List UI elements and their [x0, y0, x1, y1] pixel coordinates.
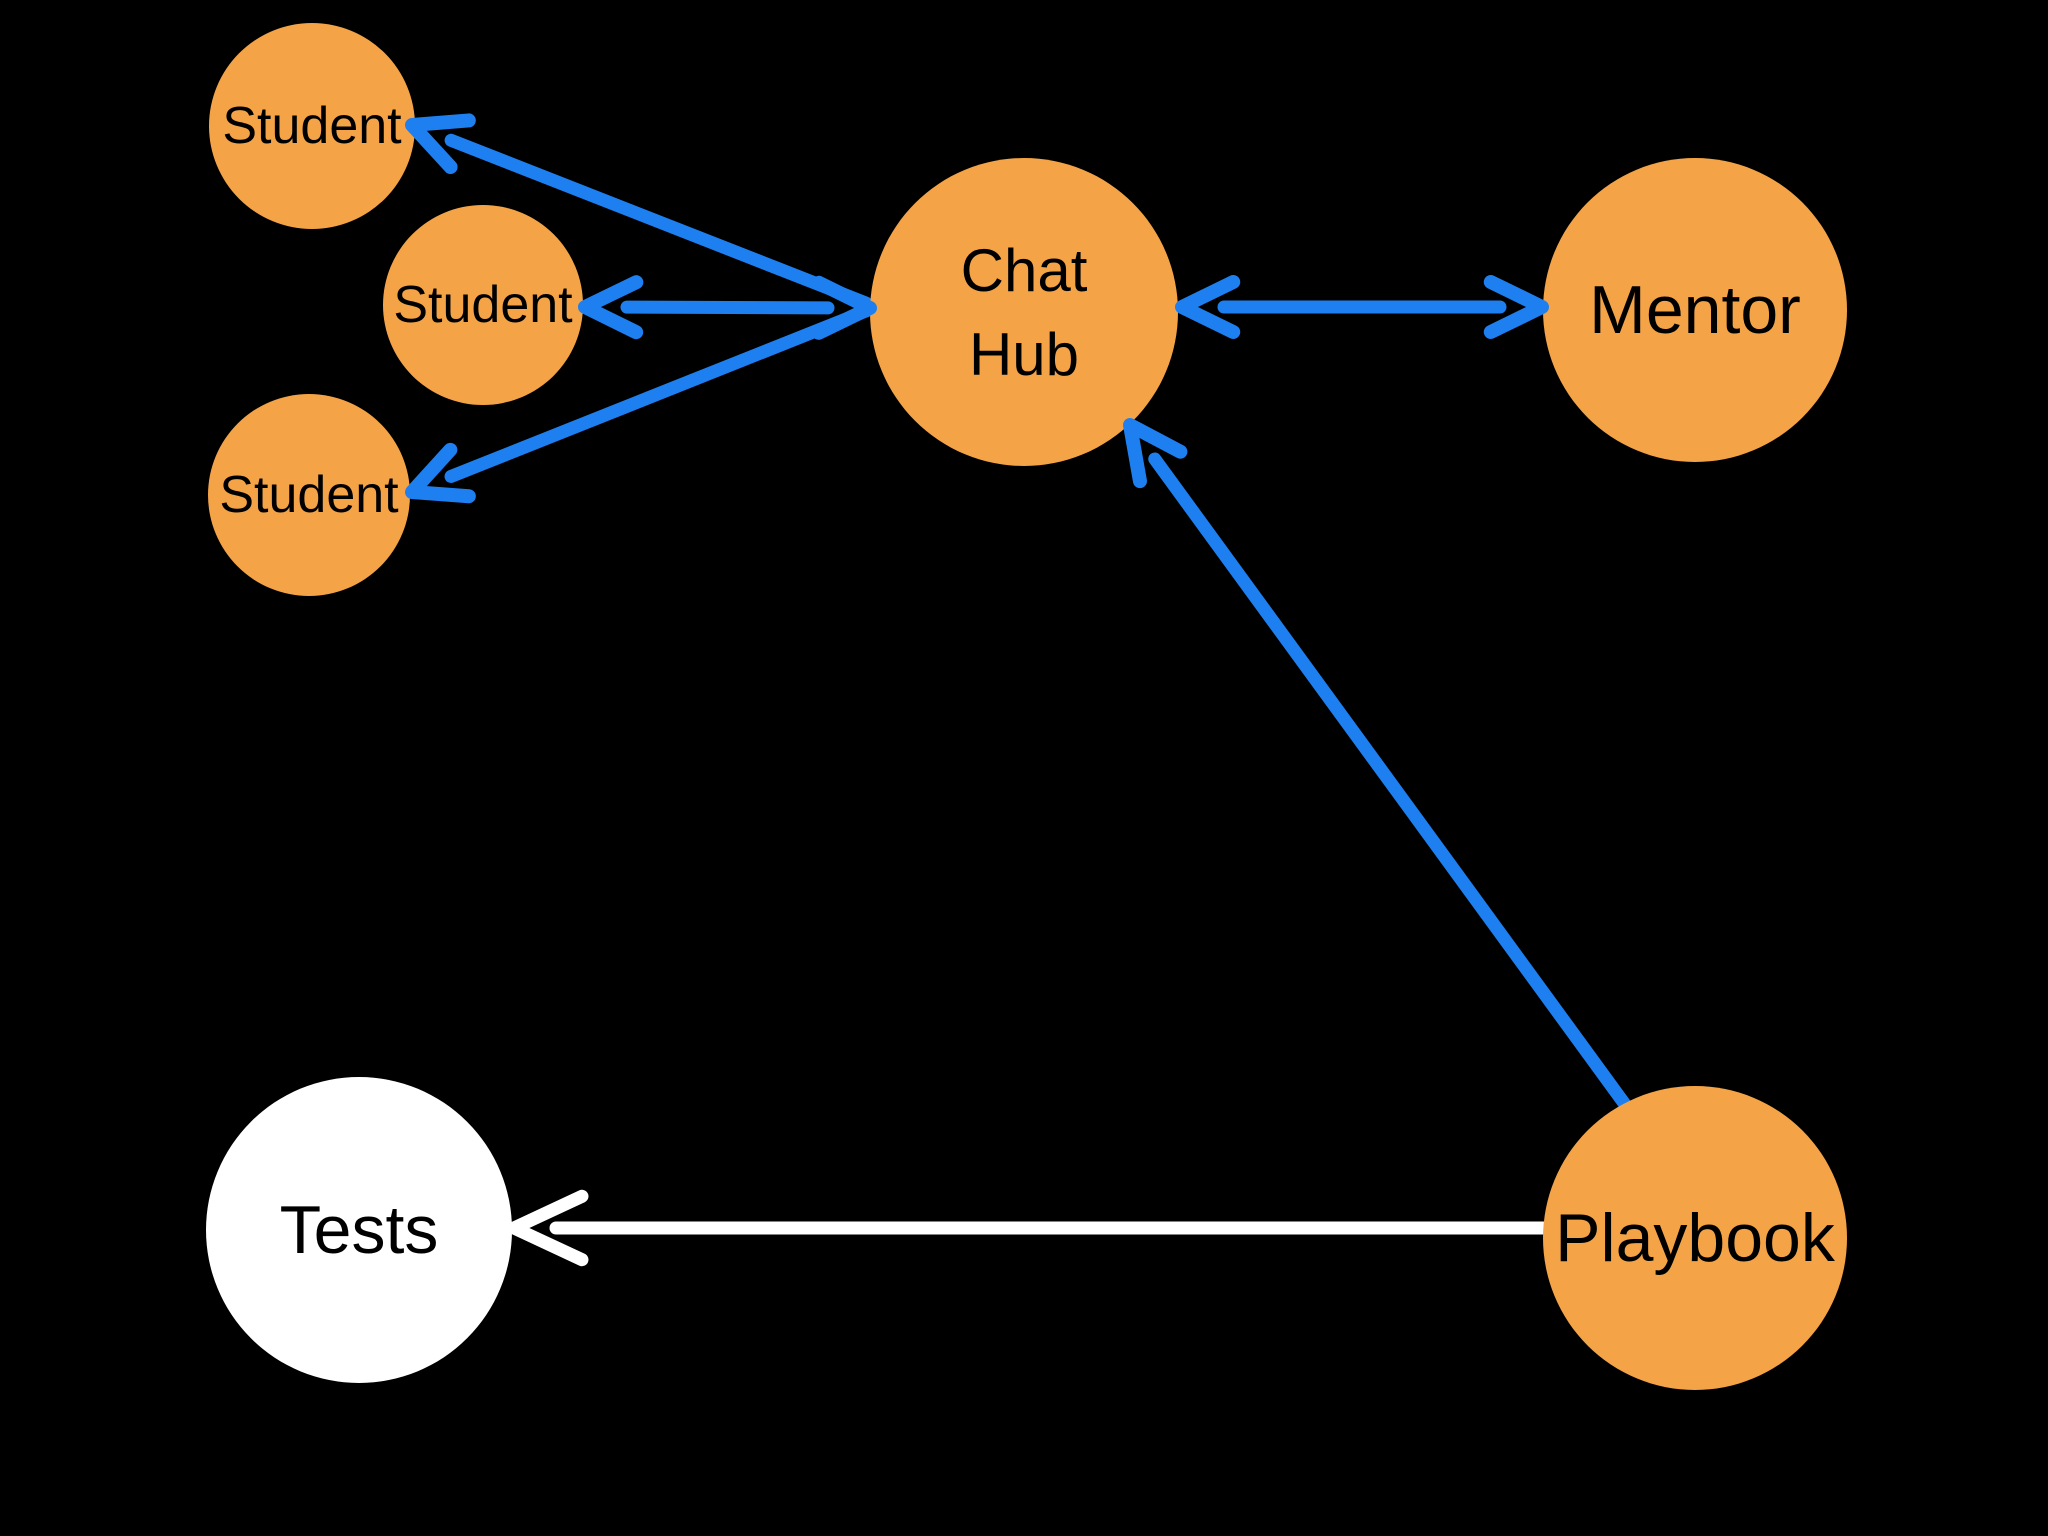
edge-chat-hub-student-middle: [620, 300, 835, 315]
node-chat-hub: [870, 158, 1178, 466]
arrowhead-chat-hub-mentor-start: [1175, 275, 1241, 339]
arrowhead-chat-hub-student-middle-end: [578, 275, 644, 340]
nodes-layer: [206, 23, 1847, 1390]
node-label-playbook: Playbook: [1555, 1200, 1836, 1276]
node-tests: [206, 1077, 512, 1383]
node-label-mentor: Mentor: [1589, 272, 1801, 348]
arrowhead-chat-hub-to-student-bottom-end: [405, 442, 476, 504]
edge-shafts-layer: [444, 133, 1687, 1235]
edge-chat-hub-to-student-bottom: [444, 304, 873, 483]
edge-chat-hub-to-student-top: [444, 133, 873, 310]
edge-playbook-to-chat-hub: [1148, 452, 1687, 1187]
arrowhead-playbook-to-chat-hub-end: [1123, 418, 1188, 489]
node-label-tests: Tests: [280, 1192, 439, 1268]
arrowhead-chat-hub-student-middle-start: [811, 275, 877, 340]
node-mentor: [1543, 158, 1847, 462]
arrowhead-playbook-to-tests-end: [507, 1189, 589, 1267]
node-student-top: [209, 23, 415, 229]
node-label-student-bottom: Student: [219, 466, 399, 524]
arrowhead-chat-hub-mentor-end: [1483, 275, 1549, 339]
arrowheads-layer: [405, 113, 1549, 1267]
node-label-student-middle: Student: [393, 276, 573, 334]
node-student-bottom: [208, 394, 410, 596]
arrowhead-chat-hub-to-student-top-end: [405, 113, 476, 174]
node-playbook: [1543, 1086, 1847, 1390]
node-student-middle: [383, 205, 583, 405]
node-label-student-top: Student: [222, 97, 402, 155]
